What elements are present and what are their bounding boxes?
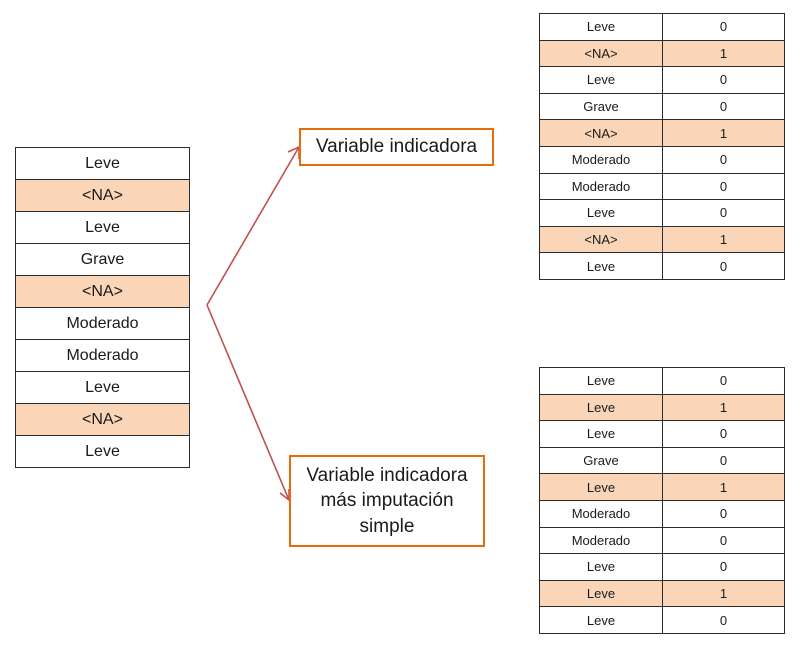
table-row: <NA>1 — [539, 225, 785, 254]
label-indicadora-imputacion: Variable indicadora más imputación simpl… — [289, 455, 485, 547]
indicator-cell: 0 — [662, 92, 785, 121]
category-cell: Leve — [539, 553, 663, 581]
category-cell: <NA> — [539, 225, 663, 254]
category-cell: <NA> — [539, 39, 663, 68]
table-row: Leve — [15, 435, 190, 468]
category-cell: Moderado — [539, 172, 663, 201]
table-row: <NA> — [15, 179, 190, 212]
category-cell: Leve — [539, 199, 663, 227]
category-cell: Moderado — [15, 339, 190, 372]
table-row: Leve — [15, 371, 190, 404]
category-cell: Moderado — [539, 145, 663, 174]
indicator-cell: 0 — [662, 252, 785, 280]
category-cell: Leve — [539, 252, 663, 280]
indicator-cell: 1 — [662, 393, 785, 422]
label-indicadora-imputacion-text: Variable indicadora más imputación simpl… — [306, 464, 468, 537]
category-cell: Leve — [15, 371, 190, 404]
category-cell: Grave — [539, 92, 663, 121]
indicator-cell: 0 — [662, 367, 785, 395]
category-cell: Leve — [539, 473, 663, 501]
table-row: Moderado — [15, 307, 190, 340]
table-row: <NA> — [15, 403, 190, 436]
category-cell: <NA> — [15, 275, 190, 308]
indicator-cell: 1 — [662, 473, 785, 501]
category-cell: Moderado — [15, 307, 190, 340]
category-cell: Leve — [539, 13, 663, 41]
category-cell: Grave — [539, 446, 663, 475]
indicator-cell: 0 — [662, 526, 785, 555]
indicator-cell: 0 — [662, 66, 785, 94]
indicator-cell: 0 — [662, 145, 785, 174]
arrow-to-imputacion — [206, 304, 290, 501]
label-variable-indicadora: Variable indicadora — [299, 128, 494, 166]
indicator-cell: 0 — [662, 499, 785, 528]
category-cell: Leve — [539, 606, 663, 634]
category-cell: Leve — [539, 393, 663, 422]
table-row: <NA>1 — [539, 119, 785, 147]
category-cell: Leve — [15, 435, 190, 468]
indicator-cell: 0 — [662, 606, 785, 634]
category-cell: <NA> — [15, 403, 190, 436]
indicator-cell: 1 — [662, 225, 785, 254]
category-cell: <NA> — [15, 179, 190, 212]
indicator-cell: 0 — [662, 172, 785, 201]
indicator-cell: 0 — [662, 420, 785, 448]
category-cell: Leve — [539, 420, 663, 448]
category-cell: Grave — [15, 243, 190, 276]
category-cell: Moderado — [539, 526, 663, 555]
indicator-cell: 0 — [662, 446, 785, 475]
indicator-cell: 1 — [662, 39, 785, 68]
table-row: <NA>1 — [539, 39, 785, 68]
table-row: Leve — [15, 211, 190, 244]
label-variable-indicadora-text: Variable indicadora — [315, 136, 478, 157]
table-row: Leve — [15, 147, 190, 180]
indicator-cell: 1 — [662, 119, 785, 147]
arrow-to-indicadora — [206, 146, 300, 306]
indicator-cell: 0 — [662, 199, 785, 227]
indicator-cell: 1 — [662, 579, 785, 608]
indicator-cell: 0 — [662, 553, 785, 581]
category-cell: Leve — [539, 66, 663, 94]
table-row: Grave — [15, 243, 190, 276]
table-row: Moderado — [15, 339, 190, 372]
category-cell: Moderado — [539, 499, 663, 528]
category-cell: Leve — [15, 211, 190, 244]
indicator-cell: 0 — [662, 13, 785, 41]
table-row: <NA> — [15, 275, 190, 308]
category-cell: Leve — [15, 147, 190, 180]
category-cell: Leve — [539, 367, 663, 395]
category-cell: <NA> — [539, 119, 663, 147]
category-cell: Leve — [539, 579, 663, 608]
